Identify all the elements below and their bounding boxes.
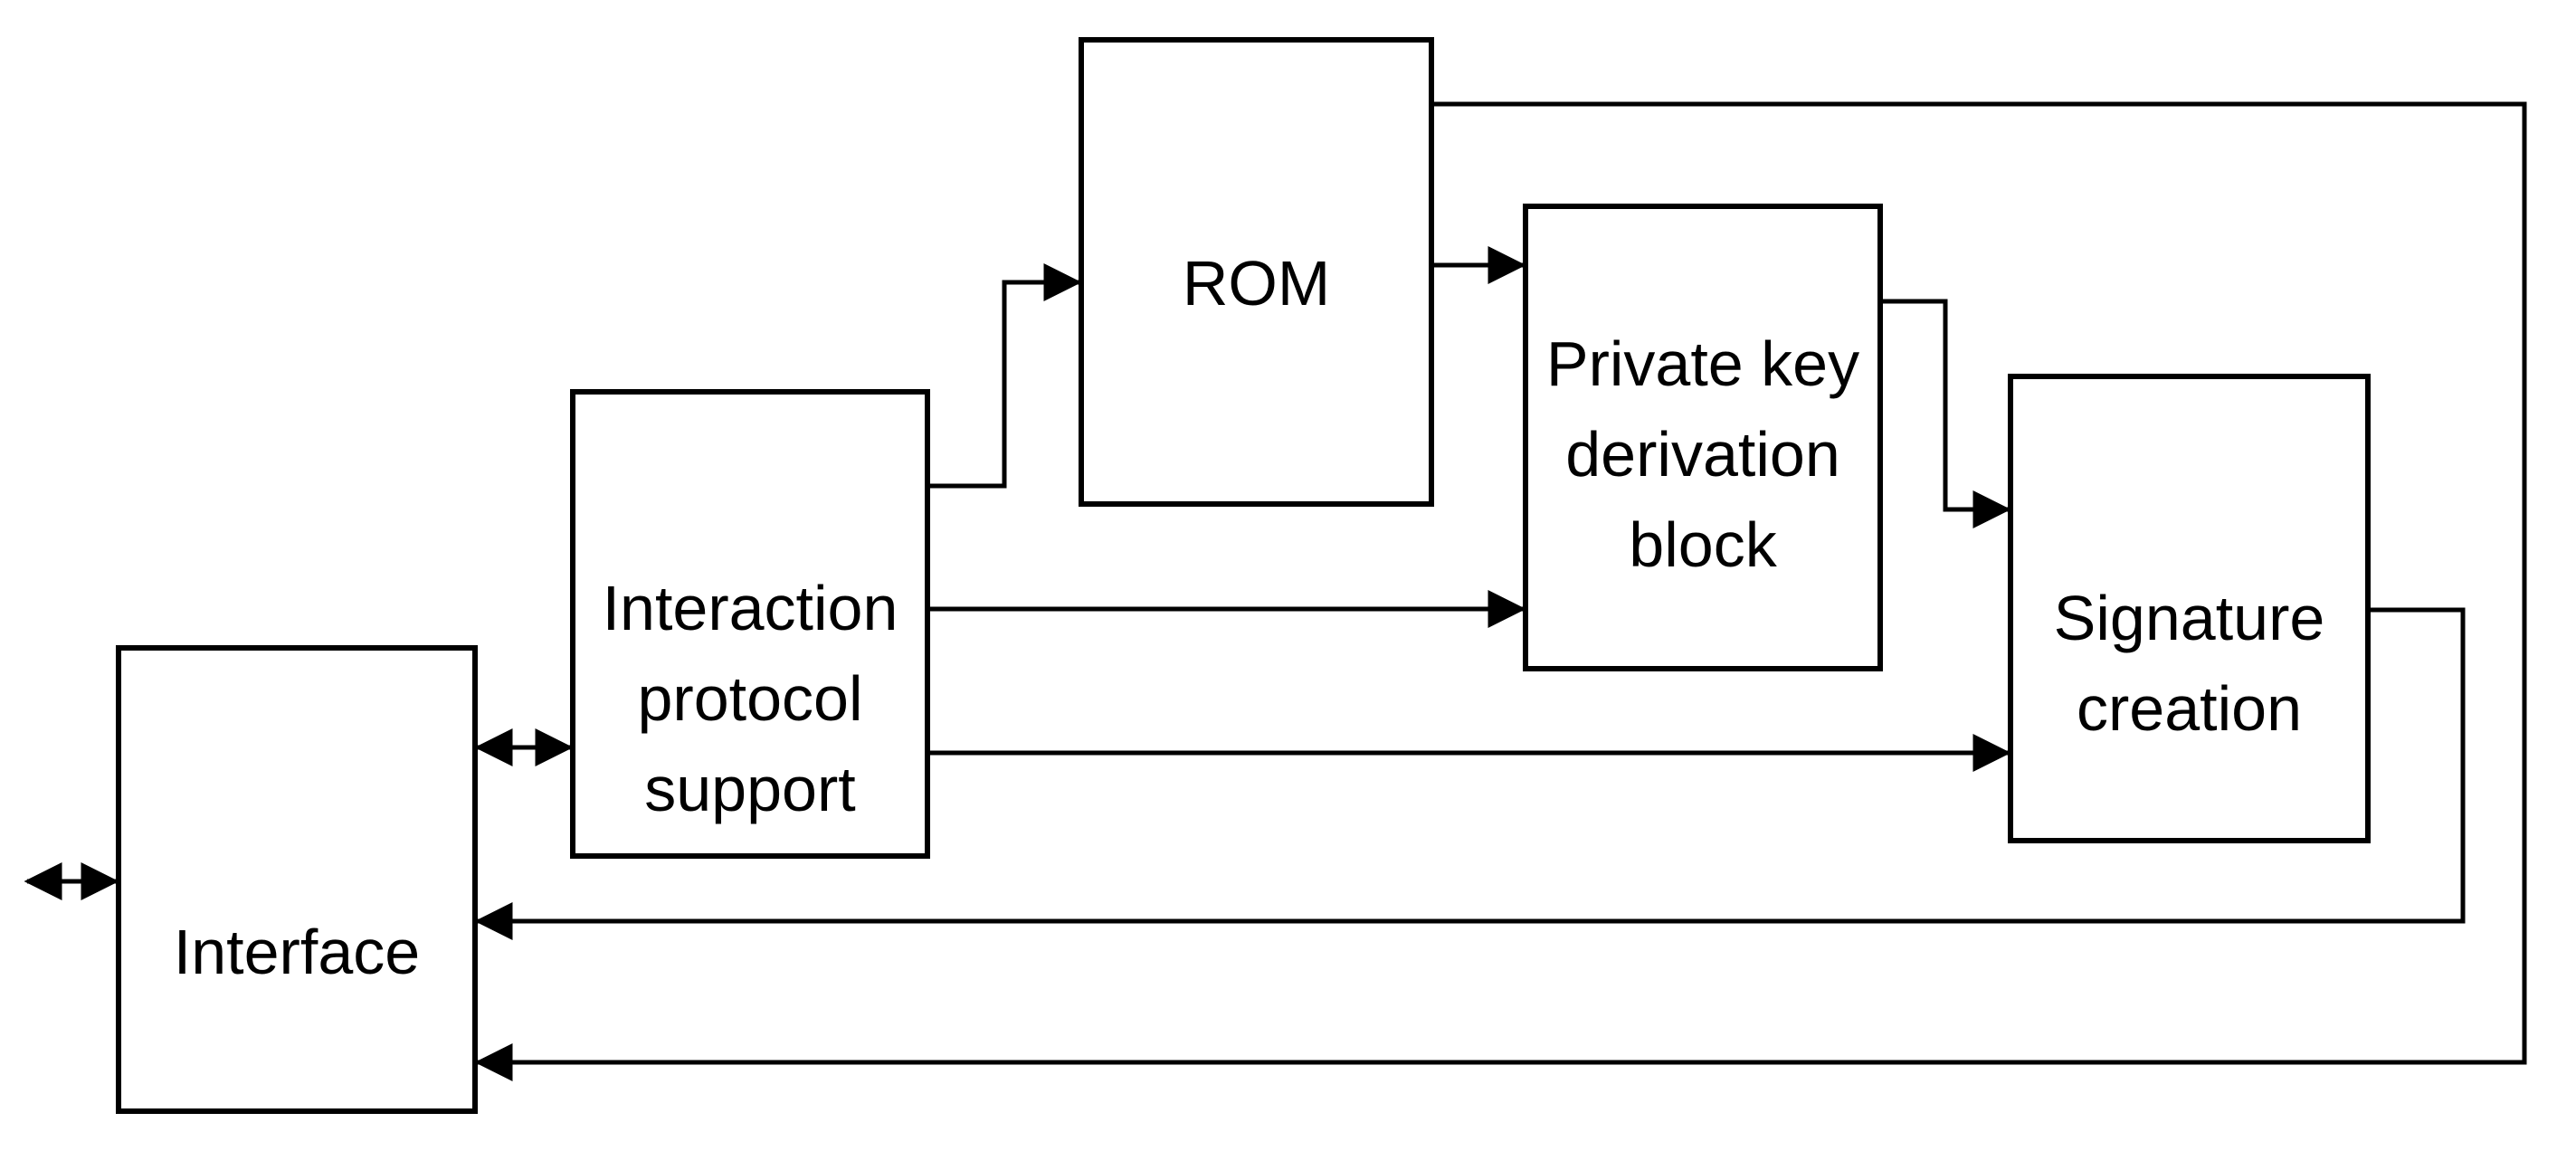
node-signature-label-line: creation <box>2076 672 2303 744</box>
node-pkd-label-line: Private key <box>1545 328 1860 399</box>
node-pkd-label-line: block <box>1629 509 1777 580</box>
node-rom: ROM <box>1079 37 1434 507</box>
node-signature-creation: Signature creation <box>2008 374 2371 843</box>
node-signature-label-line: Signature <box>2053 582 2325 653</box>
connector-signature-interface <box>474 607 2466 940</box>
connector-interaction-rom <box>930 263 1082 489</box>
node-interface: Interface <box>116 645 478 1114</box>
node-interaction-label-line: Interaction <box>602 573 898 643</box>
node-rom-label: ROM <box>1182 247 1331 319</box>
node-pkd-label-line: derivation <box>1565 418 1840 490</box>
node-private-key-derivation-block: Private key derivation block <box>1523 204 1883 671</box>
node-interaction-label-line: support <box>644 754 856 824</box>
node-interaction-protocol-support: Interaction protocol support <box>570 389 930 859</box>
connector-private-key-signature <box>1883 299 2011 528</box>
node-interface-label: Interface <box>173 917 421 987</box>
node-interaction-label-line: protocol <box>637 663 863 734</box>
connector-rom-interface <box>474 101 2527 1081</box>
